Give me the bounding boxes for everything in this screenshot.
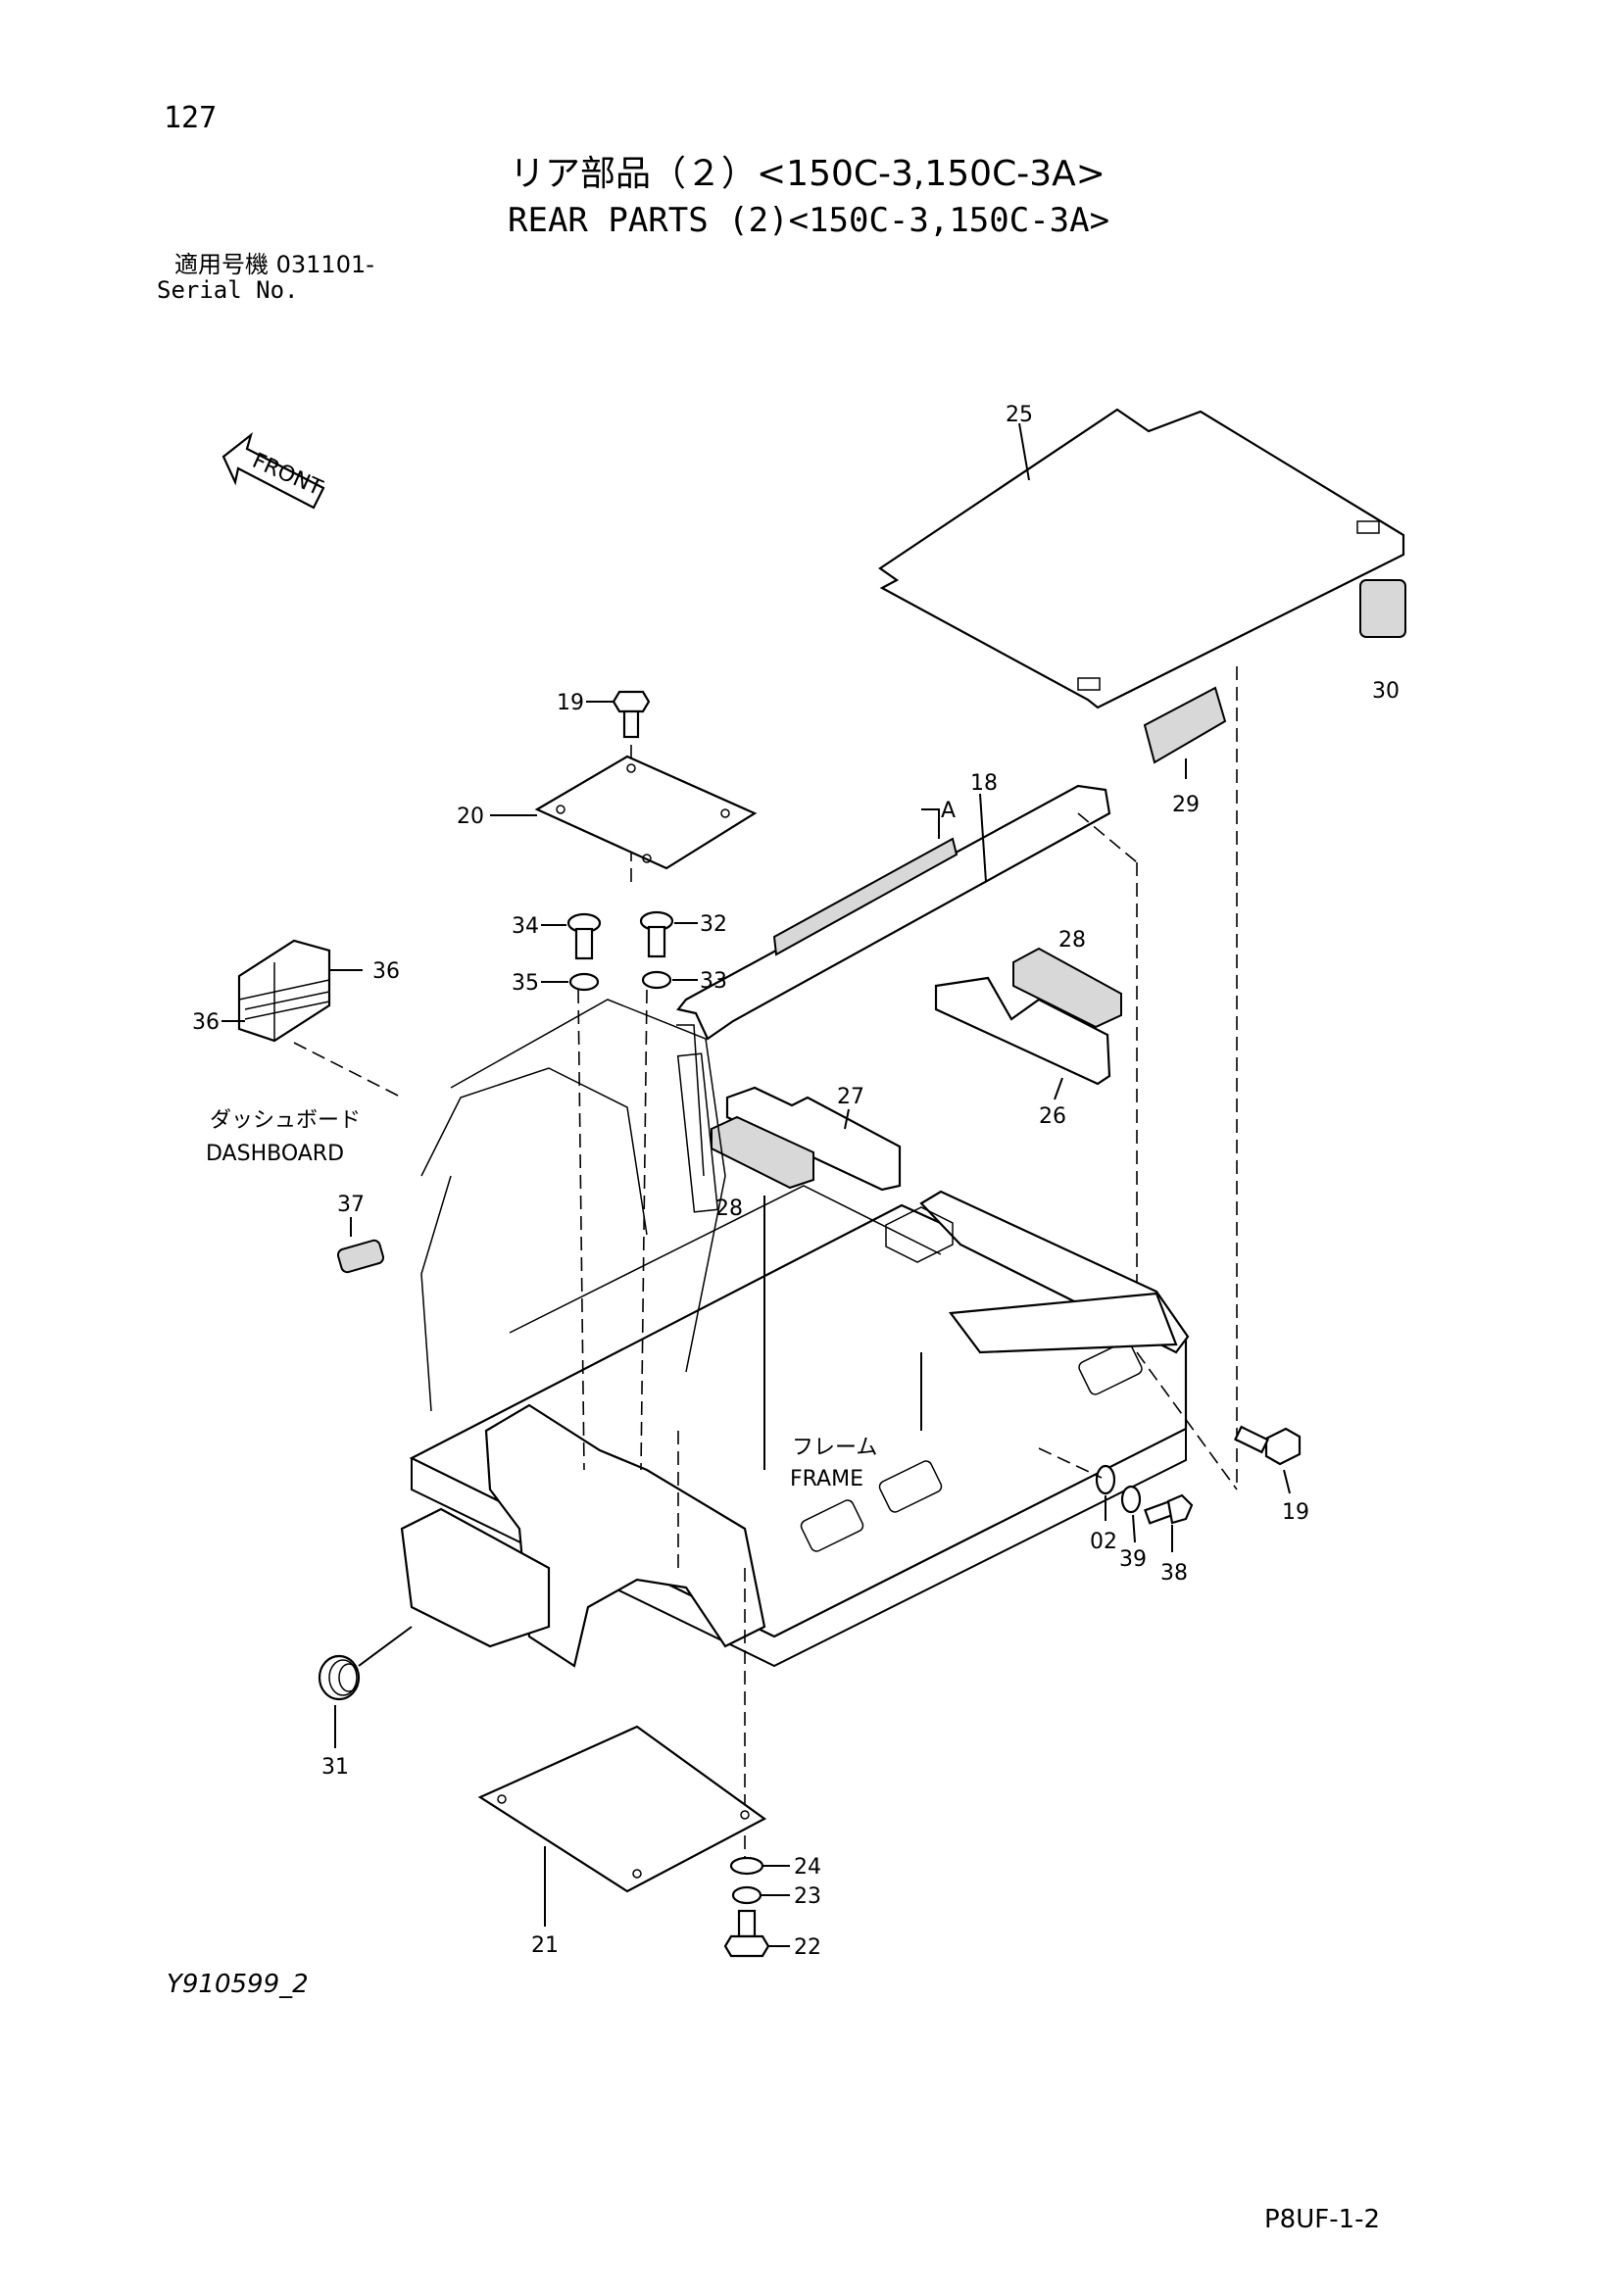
callout-35: 35 xyxy=(512,971,539,996)
part-22-bolt xyxy=(723,1909,770,1958)
callout-18: 18 xyxy=(970,771,998,796)
callout-32: 32 xyxy=(700,912,727,937)
part-35-washer xyxy=(568,972,600,992)
serial-label-japanese: 適用号機 031101- xyxy=(174,251,374,278)
callout-24: 24 xyxy=(794,1855,821,1880)
page-code: P8UF-1-2 xyxy=(1264,2205,1381,2234)
title-japanese: リア部品（２）<150C-3,150C-3A> xyxy=(510,154,1106,194)
part-33-washer xyxy=(641,970,672,990)
callout-19-side: 19 xyxy=(1282,1500,1309,1525)
dashboard-label-english: DASHBOARD xyxy=(206,1142,344,1166)
title-english: REAR PARTS (2)<150C-3,150C-3A> xyxy=(508,201,1110,240)
callout-27: 27 xyxy=(837,1085,864,1109)
part-25-floor-mat xyxy=(878,408,1405,709)
page-number: 127 xyxy=(164,101,218,135)
frame-label-english: FRAME xyxy=(790,1467,863,1491)
callout-20: 20 xyxy=(457,805,484,829)
part-29-pad xyxy=(1143,686,1227,764)
frame-label-japanese: フレーム xyxy=(792,1436,877,1460)
callout-29: 29 xyxy=(1172,793,1200,817)
front-arrow-icon: FRONT xyxy=(221,432,326,510)
part-34-bolt xyxy=(566,912,602,960)
callout-38: 38 xyxy=(1160,1561,1188,1586)
part-37-grommet xyxy=(336,1239,385,1274)
part-21-cover-plate xyxy=(477,1725,767,1893)
callout-36-right: 36 xyxy=(372,959,400,984)
machine-frame xyxy=(400,989,1190,1862)
part-28-seal-upper xyxy=(1012,947,1122,1029)
part-24-washer xyxy=(729,1856,764,1876)
callout-21: 21 xyxy=(531,1933,559,1958)
callout-23: 23 xyxy=(794,1884,821,1909)
serial-label-english: Serial No. xyxy=(157,276,299,304)
part-20-cover-plate xyxy=(534,755,758,870)
drawing-id: Y910599_2 xyxy=(167,1970,309,1999)
section-a-label: A xyxy=(941,799,956,823)
part-31-grommet xyxy=(318,1654,361,1701)
part-18-edge-strip xyxy=(676,784,1111,1041)
part-39-washer xyxy=(1120,1485,1142,1514)
callout-37: 37 xyxy=(337,1193,365,1217)
part-36-bumper xyxy=(237,939,331,1043)
part-23-spring-washer xyxy=(731,1885,762,1905)
callout-28-lower: 28 xyxy=(715,1197,743,1221)
section-a-strip xyxy=(772,837,958,956)
callout-02: 02 xyxy=(1090,1530,1117,1554)
part-38-bolt xyxy=(1144,1493,1194,1525)
callout-39: 39 xyxy=(1119,1547,1147,1572)
callout-22: 22 xyxy=(794,1935,821,1960)
callout-31: 31 xyxy=(321,1755,349,1780)
part-32-bolt xyxy=(639,910,674,958)
callout-30: 30 xyxy=(1372,679,1400,704)
part-30-pad xyxy=(1359,579,1406,638)
callout-34: 34 xyxy=(512,914,539,939)
part-19-bolt-top xyxy=(612,690,651,739)
part-19-bolt-side xyxy=(1233,1425,1302,1466)
dashboard-label-japanese: ダッシュボード xyxy=(210,1108,361,1133)
callout-36-left: 36 xyxy=(192,1010,220,1035)
part-26-seal xyxy=(934,976,1111,1086)
callout-28-upper: 28 xyxy=(1058,928,1086,953)
callout-19-top: 19 xyxy=(557,691,584,715)
callout-33: 33 xyxy=(700,969,727,994)
part-02-washer xyxy=(1095,1464,1116,1495)
callout-25: 25 xyxy=(1006,403,1033,427)
callout-26: 26 xyxy=(1039,1104,1066,1129)
